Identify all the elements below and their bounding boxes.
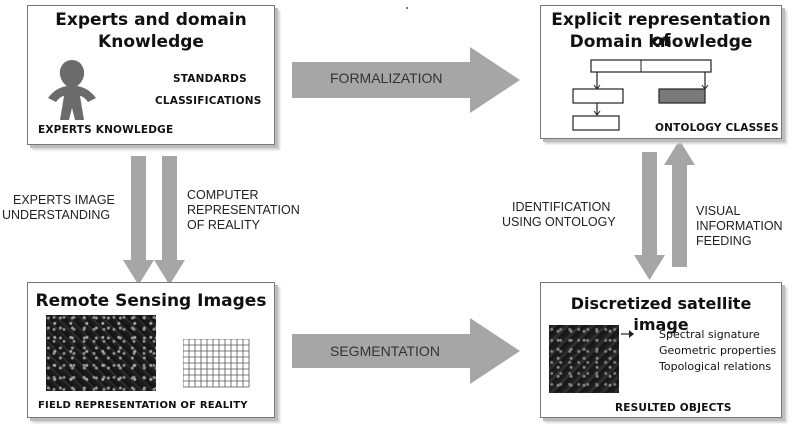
explicit-representation-box: Explicit representation of Domain knowle… — [540, 5, 782, 139]
discretized-image-thumbnail — [549, 325, 619, 393]
visual-label-line1: VISUAL — [696, 204, 741, 218]
experts-image-label-line1: EXPERTS IMAGE — [13, 193, 115, 207]
formalization-label: FORMALIZATION — [330, 70, 443, 86]
visual-label-line3: FEEDING — [696, 234, 752, 248]
identification-label-line1: IDENTIFICATION — [512, 200, 611, 214]
experts-image-arrow — [123, 156, 154, 285]
ontology-classes-diagram — [572, 59, 712, 131]
identification-arrow — [634, 152, 665, 280]
property-geometric: Geometric properties — [659, 344, 777, 357]
grid-icon — [183, 339, 250, 388]
visual-label-line2: INFORMATION — [696, 219, 783, 233]
explicit-title-line1: Explicit representation of — [551, 10, 771, 51]
property-topological: Topological relations — [659, 360, 772, 373]
remote-title: Remote Sensing Images — [35, 291, 267, 311]
discretized-image-box: Discretized satellite image Spectral sig… — [540, 282, 782, 418]
experts-knowledge-footer: EXPERTS KNOWLEDGE — [38, 124, 174, 136]
segmentation-label: SEGMENTATION — [330, 343, 440, 359]
computer-representation-arrow — [154, 156, 185, 285]
computer-label-line3: OF REALITY — [187, 218, 260, 232]
pointer-arrow-icon — [621, 330, 634, 338]
experts-knowledge-box: Experts and domain Knowledge STANDARDS C… — [27, 5, 275, 145]
visual-information-arrow — [664, 140, 695, 267]
person-icon — [48, 60, 96, 120]
computer-label-line1: COMPUTER — [187, 188, 259, 202]
field-representation-footer: FIELD REPRESENTATION OF REALITY — [38, 400, 248, 411]
resulted-objects-footer: RESULTED OBJECTS — [615, 402, 732, 414]
discretized-title: Discretized satellite image — [570, 294, 752, 334]
satellite-image-thumbnail — [46, 315, 156, 391]
experts-title-line1: Experts and domain — [55, 10, 247, 30]
standards-label: STANDARDS — [173, 73, 247, 85]
segmentation-arrow — [292, 318, 520, 384]
experts-title-line2: Knowledge — [98, 32, 204, 52]
identification-label-line2: USING ONTOLOGY — [502, 215, 616, 229]
remote-sensing-box: Remote Sensing Images FIELD REPRESENTATI… — [27, 282, 275, 418]
explicit-title-line2: Domain knowledge — [569, 32, 753, 52]
formalization-arrow — [292, 47, 520, 113]
ontology-classes-footer: ONTOLOGY CLASSES — [655, 122, 779, 134]
computer-label-line2: REPRESENTATION — [187, 203, 300, 217]
experts-image-label-line2: UNDERSTANDING — [2, 208, 111, 222]
property-spectral: Spectral signature — [659, 328, 760, 341]
classifications-label: CLASSIFICATIONS — [155, 95, 262, 107]
